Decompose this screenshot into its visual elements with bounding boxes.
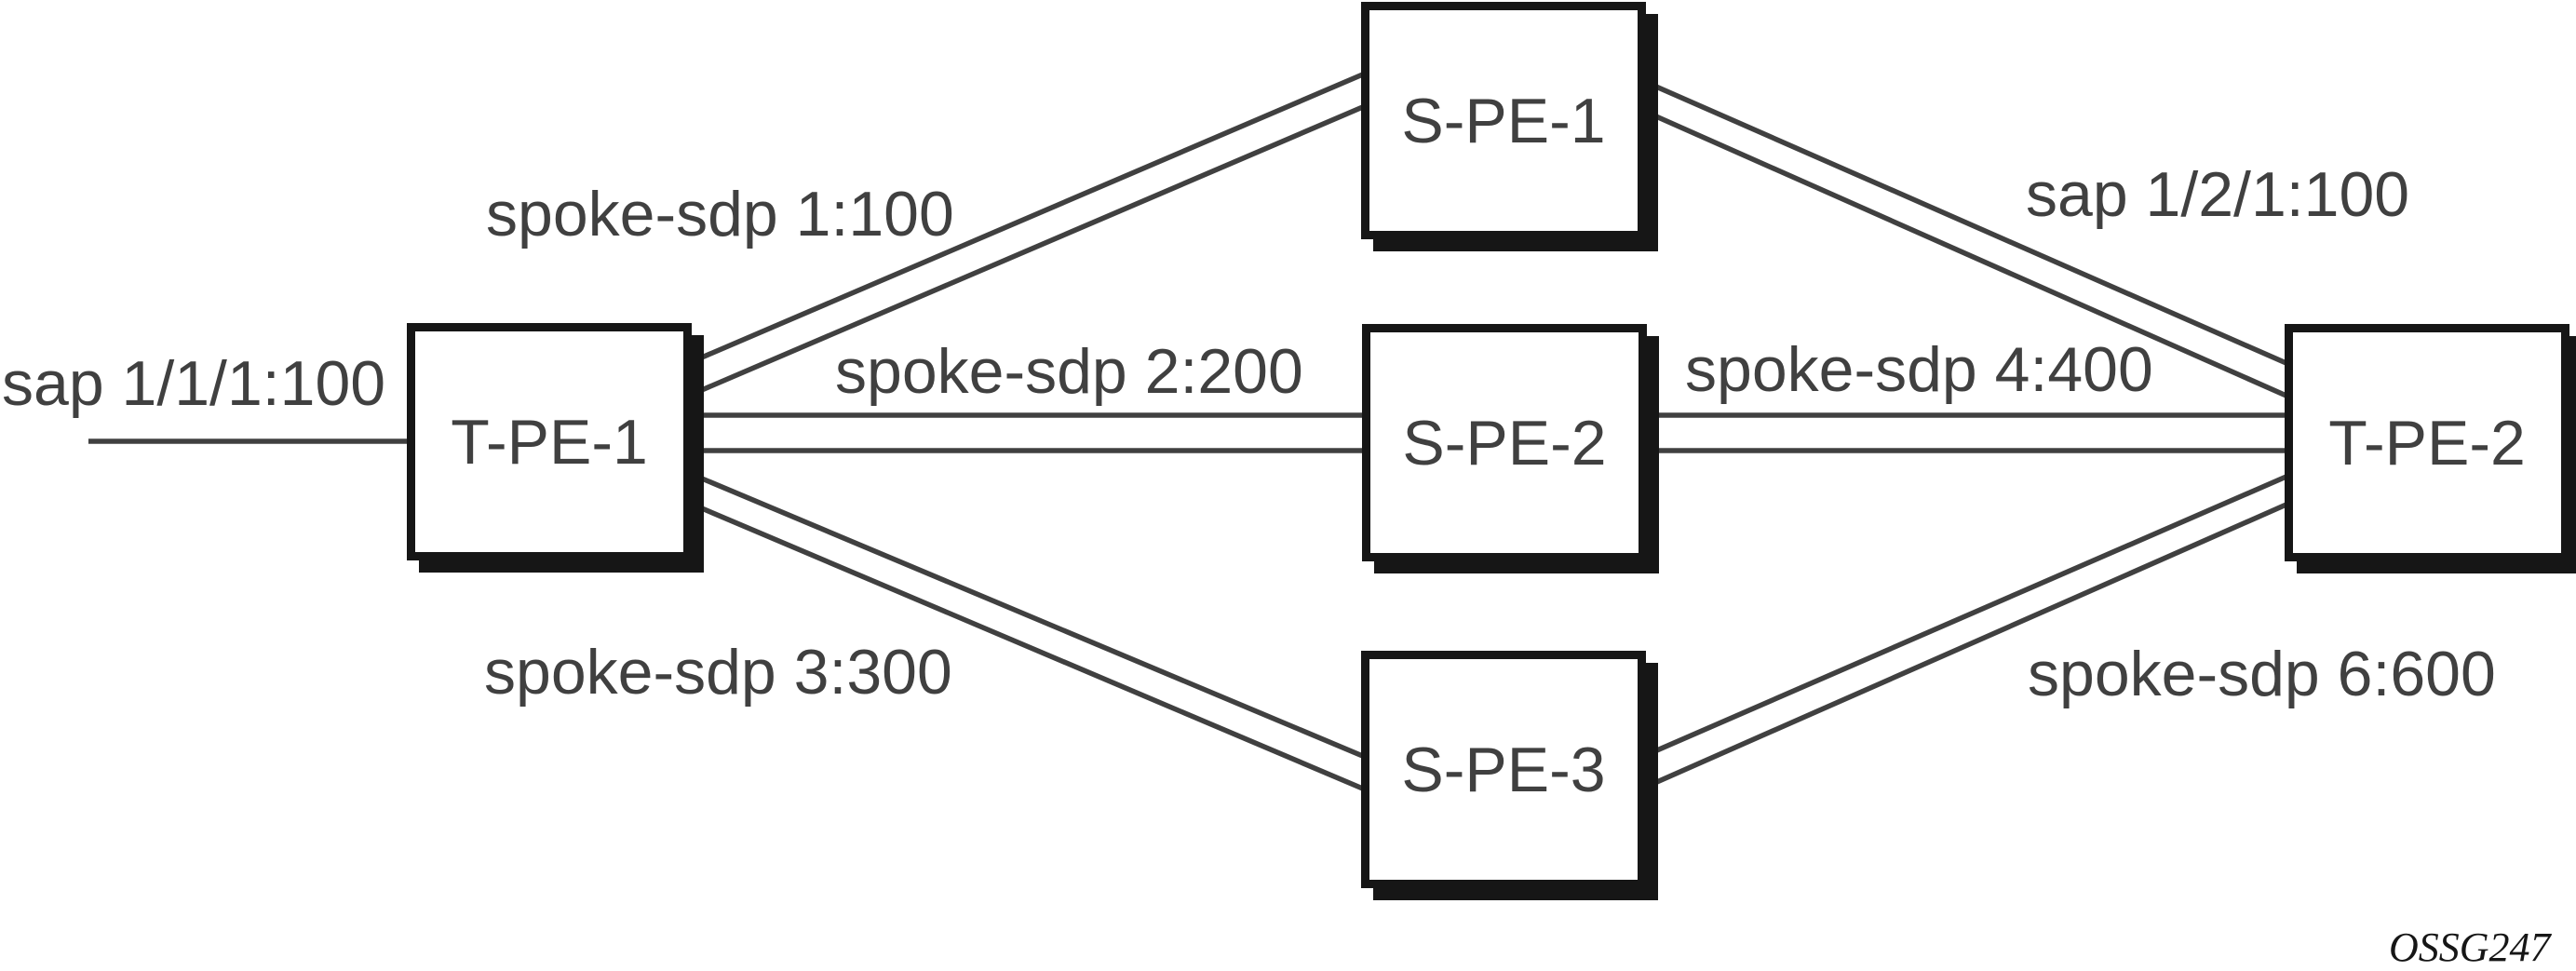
node-s-pe-2: S-PE-2	[1362, 324, 1647, 561]
node-s-pe-3-label: S-PE-3	[1401, 734, 1606, 805]
node-t-pe-2-label: T-PE-2	[2328, 407, 2526, 479]
node-t-pe-1: T-PE-1	[407, 323, 692, 560]
node-s-pe-3: S-PE-3	[1361, 651, 1646, 888]
label-sap-right: sap 1/2/1:100	[2026, 159, 2410, 230]
node-s-pe-1-label: S-PE-1	[1401, 85, 1606, 156]
label-spoke-sdp-4: spoke-sdp 4:400	[1685, 334, 2153, 405]
node-s-pe-2-label: S-PE-2	[1402, 407, 1607, 479]
link-spe1-tpe2	[1639, 77, 2290, 399]
link-spe2-tpe2	[1649, 412, 2288, 453]
link-tpe1-spe3	[689, 471, 1367, 792]
label-spoke-sdp-3: spoke-sdp 3:300	[484, 637, 952, 708]
node-t-pe-2: T-PE-2	[2285, 324, 2569, 561]
link-spe3-tpe2	[1642, 473, 2290, 790]
figure-code: OSSG247	[2389, 924, 2551, 970]
label-spoke-sdp-1: spoke-sdp 1:100	[486, 179, 954, 249]
node-t-pe-1-label: T-PE-1	[451, 406, 648, 478]
label-spoke-sdp-2: spoke-sdp 2:200	[835, 336, 1303, 407]
link-tpe1-spe2	[691, 412, 1366, 453]
label-sap-left: sap 1/1/1:100	[2, 348, 386, 419]
label-spoke-sdp-6: spoke-sdp 6:600	[2028, 639, 2496, 709]
link-tpe1-spe1	[689, 71, 1367, 398]
node-s-pe-1: S-PE-1	[1361, 2, 1646, 239]
